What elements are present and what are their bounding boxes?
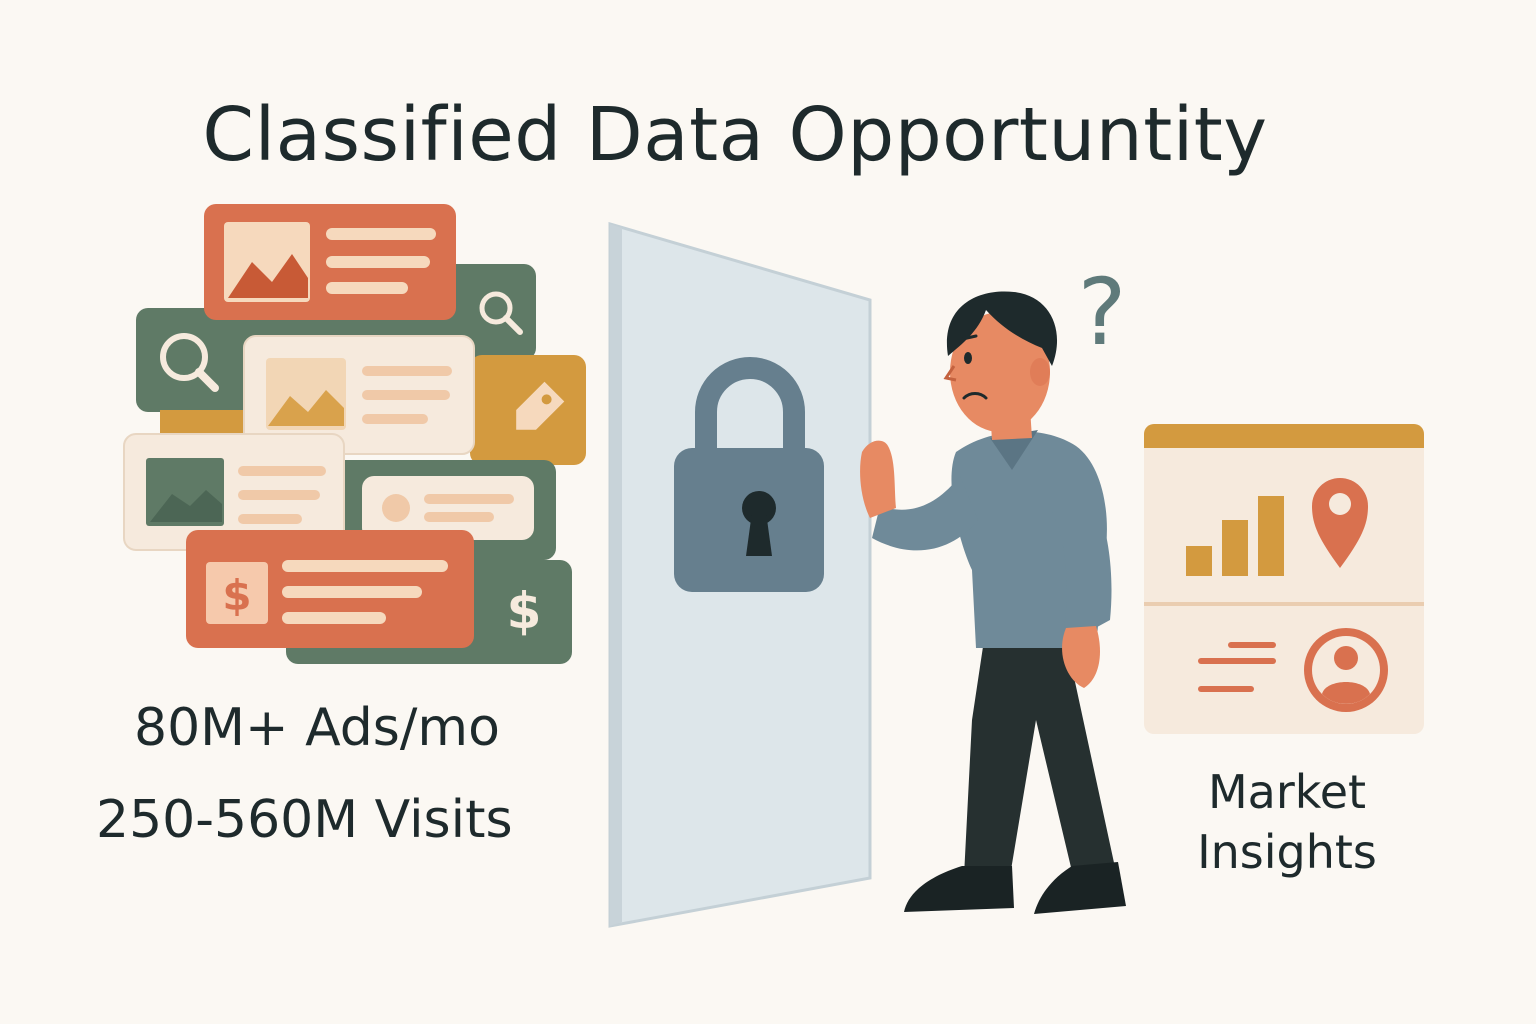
svg-text:$: $ xyxy=(222,571,251,620)
location-pin-icon xyxy=(1312,478,1368,568)
confused-person: ? xyxy=(860,259,1126,914)
bar-chart-icon xyxy=(1186,496,1284,576)
text-lines-icon xyxy=(1198,642,1276,692)
user-avatar-icon xyxy=(1304,628,1388,712)
avatar-dot xyxy=(382,494,410,522)
price-tag-icon xyxy=(516,381,565,430)
image-icon xyxy=(146,458,224,526)
head xyxy=(950,312,1050,432)
image-icon xyxy=(266,358,346,430)
dollar-icon: $ xyxy=(206,562,268,624)
search-icon xyxy=(160,333,219,392)
image-icon xyxy=(224,222,310,302)
ad-card-mustard-strip xyxy=(160,410,250,436)
market-insights-label-line2: Insights xyxy=(1197,825,1377,879)
market-insights-label: Market Insights xyxy=(1160,762,1414,882)
question-mark-icon: ? xyxy=(1078,259,1127,366)
market-insights-label-line1: Market xyxy=(1207,765,1367,819)
dollar-icon: $ xyxy=(507,582,542,640)
lock-icon xyxy=(674,357,824,592)
raised-hand xyxy=(860,440,896,518)
ad-card-profile xyxy=(362,476,534,540)
ad-cards-stack: $ xyxy=(123,204,586,664)
ads-per-month-stat: 80M+ Ads/mo xyxy=(134,698,500,758)
page-title: Classified Data Opportuntity xyxy=(202,92,1268,178)
visits-stat: 250-560M Visits xyxy=(96,790,513,850)
search-icon xyxy=(479,291,523,335)
market-insights-panel xyxy=(1144,424,1424,734)
